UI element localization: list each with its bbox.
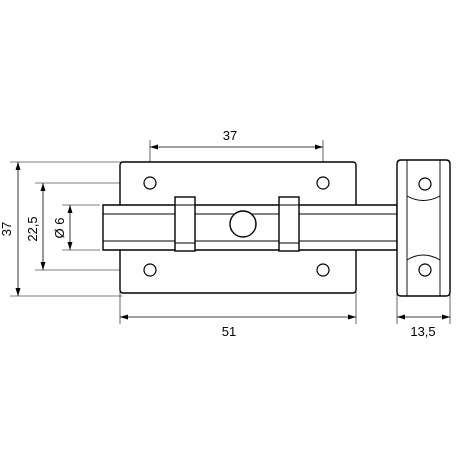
screw-hole-bottom-left — [143, 263, 157, 277]
dimension-label-bar-diameter: Ø 6 — [52, 218, 67, 239]
left-guide-bracket — [174, 196, 196, 252]
handle-knob — [229, 210, 257, 238]
keeper-hole-top — [418, 177, 432, 191]
keeper-hole-bottom — [418, 263, 432, 277]
dimension-lines — [15, 144, 450, 320]
screw-hole-top-right — [316, 176, 330, 190]
right-guide-bracket — [278, 196, 300, 252]
screw-hole-top-left — [143, 176, 157, 190]
keeper — [396, 159, 451, 297]
dimension-label-hole-spacing: 22,5 — [25, 216, 40, 241]
extension-lines — [10, 140, 451, 324]
dimension-label-keeper-width: 13,5 — [410, 324, 435, 339]
dimension-label-overall-height: 37 — [0, 222, 14, 236]
screw-hole-bottom-right — [316, 263, 330, 277]
dimension-label-plate-width: 51 — [222, 324, 236, 339]
plate-screw-holes — [143, 176, 330, 277]
dimension-label-top-width: 37 — [223, 128, 237, 143]
